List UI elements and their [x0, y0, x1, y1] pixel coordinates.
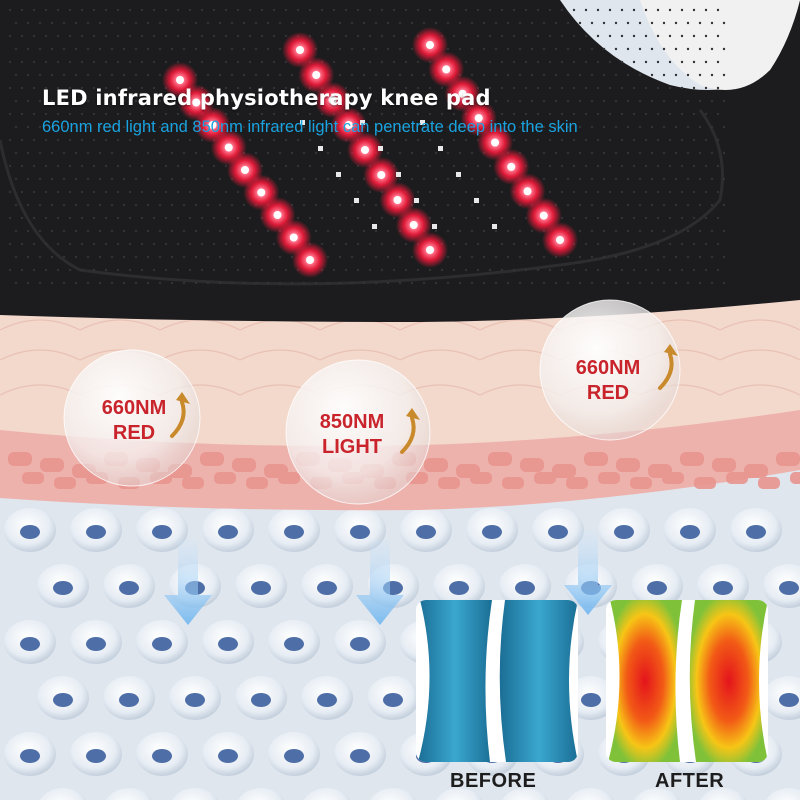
bubble-wavelength: 660NM: [575, 357, 641, 379]
after-label: AFTER: [655, 770, 725, 792]
bubble-type: LIGHT: [322, 436, 382, 458]
bubble-wavelength: 660NM: [101, 397, 167, 419]
penetration-arrows: [164, 530, 612, 625]
bubble-type: RED: [586, 382, 630, 404]
bubble-label-660nm-left: 660NM RED: [96, 396, 172, 446]
knee-pad: [0, 0, 800, 322]
bubble-660nm-left: [63, 349, 201, 487]
bubble-label-850nm: 850NM LIGHT: [312, 410, 392, 460]
curl-arrow-icons: [170, 352, 674, 454]
bubble-wavelength: 850NM: [319, 411, 385, 433]
led-array: [162, 27, 578, 278]
product-subtitle: 660nm red light and 850nm infrared light…: [42, 118, 578, 136]
product-title: LED infrared physiotherapy knee pad: [42, 86, 491, 110]
before-image: [416, 600, 578, 762]
bubble-type: RED: [112, 422, 156, 444]
after-image: [606, 600, 768, 762]
bubble-label-660nm-right: 660NM RED: [570, 356, 646, 406]
bubble-850nm: [285, 359, 431, 505]
bubble-660nm-right: [539, 299, 681, 441]
before-label: BEFORE: [450, 770, 537, 792]
